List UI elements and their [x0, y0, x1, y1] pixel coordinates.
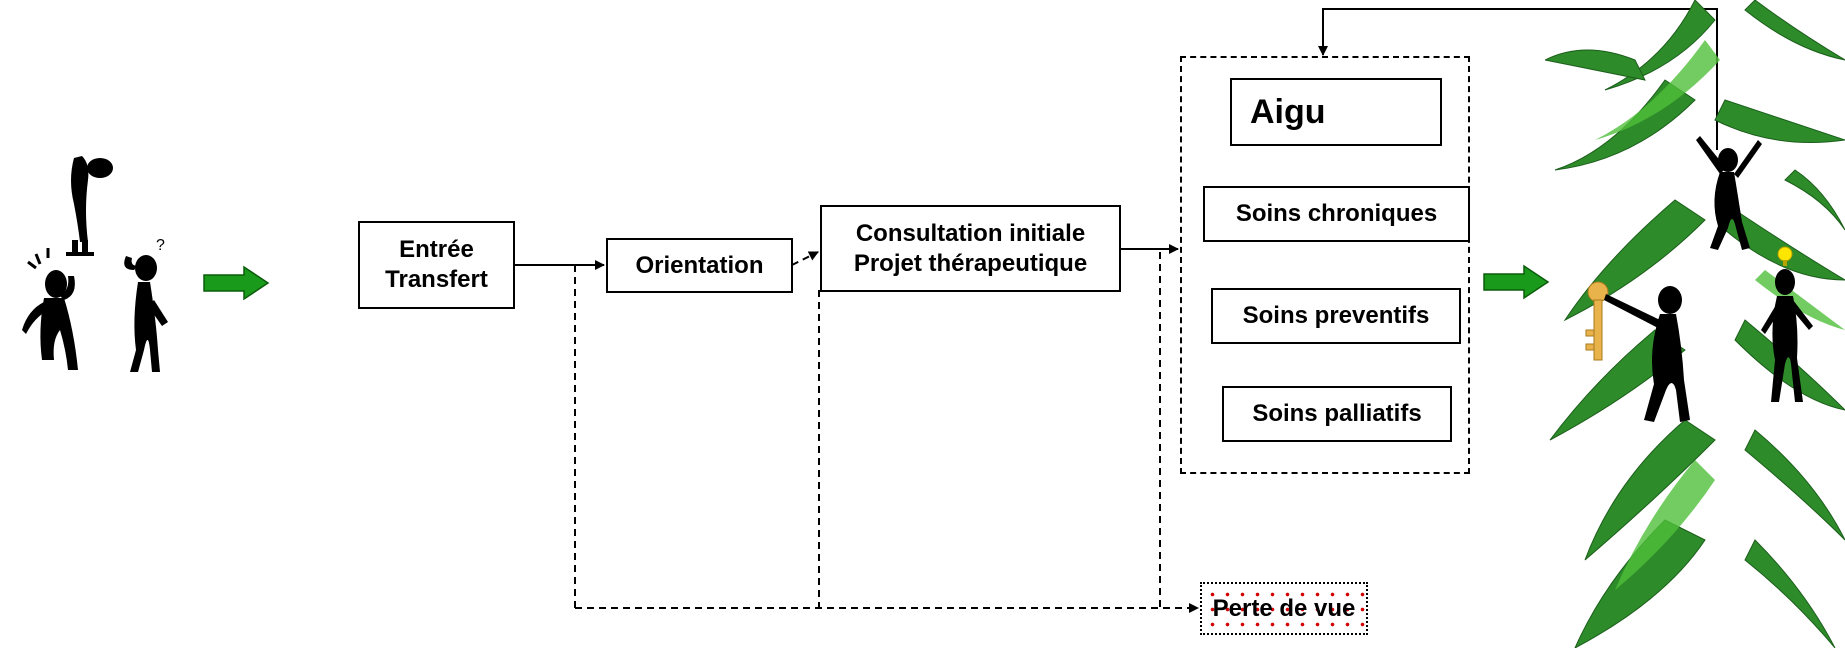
green-arrow-icon: [203, 265, 270, 301]
node-soins-preventifs: Soins preventifs: [1211, 288, 1461, 344]
node-entree-line1: Entrée: [399, 236, 474, 263]
worried-person-icon: ?: [22, 156, 168, 372]
svg-text:?: ?: [156, 237, 165, 254]
node-aigu-label: Aigu: [1250, 93, 1326, 131]
node-perte-de-vue: Perte de vue: [1200, 582, 1368, 635]
node-soins-palliatifs: Soins palliatifs: [1222, 386, 1452, 442]
node-orientation: Orientation: [606, 238, 793, 293]
node-consultation-line2: Projet thérapeutique: [853, 249, 1088, 277]
node-consultation: Consultation initiale Projet thérapeutiq…: [820, 205, 1121, 292]
node-palliatifs-label: Soins palliatifs: [1252, 400, 1422, 427]
connector-feedback-loop: [1318, 8, 1718, 150]
node-soins-chroniques: Soins chroniques: [1203, 186, 1470, 242]
node-entree-line2: Transfert: [385, 266, 488, 293]
person-idea-icon: [1761, 246, 1813, 402]
connector-orientation-consultation: [791, 251, 819, 266]
person-with-key-icon: [1585, 281, 1690, 422]
node-chroniques-label: Soins chroniques: [1235, 200, 1438, 227]
green-arrow-icon: [1483, 264, 1550, 300]
care-types-frame: [1180, 56, 1470, 474]
climbing-person-icon: [1696, 136, 1762, 250]
node-perte-label: Perte de vue: [1212, 594, 1356, 622]
node-aigu: Aigu: [1230, 78, 1442, 146]
node-preventifs-label: Soins preventifs: [1242, 302, 1430, 329]
node-entree-transfert: Entrée Transfert: [358, 221, 515, 309]
node-consultation-line1: Consultation initiale: [855, 219, 1086, 247]
node-orientation-label: Orientation: [635, 251, 764, 279]
